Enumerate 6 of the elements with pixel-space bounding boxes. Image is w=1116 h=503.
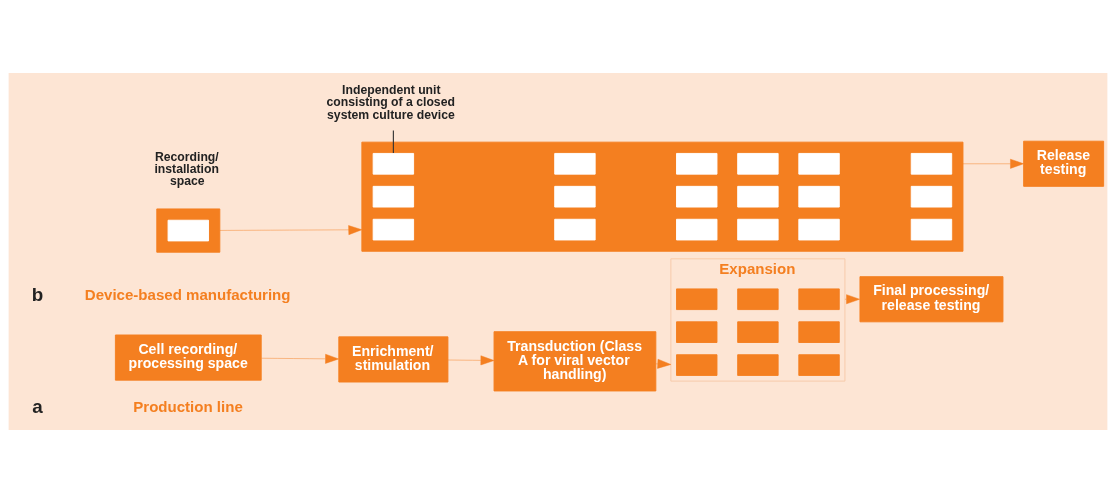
node-label: Recording/ installation space [154, 149, 219, 189]
label: a [32, 396, 43, 418]
label: Device-based manufacturing [84, 285, 291, 303]
node-text: Independent unit consisting of a closed system culture device [326, 83, 455, 122]
label: b [31, 284, 44, 306]
label: Production line [133, 397, 243, 415]
